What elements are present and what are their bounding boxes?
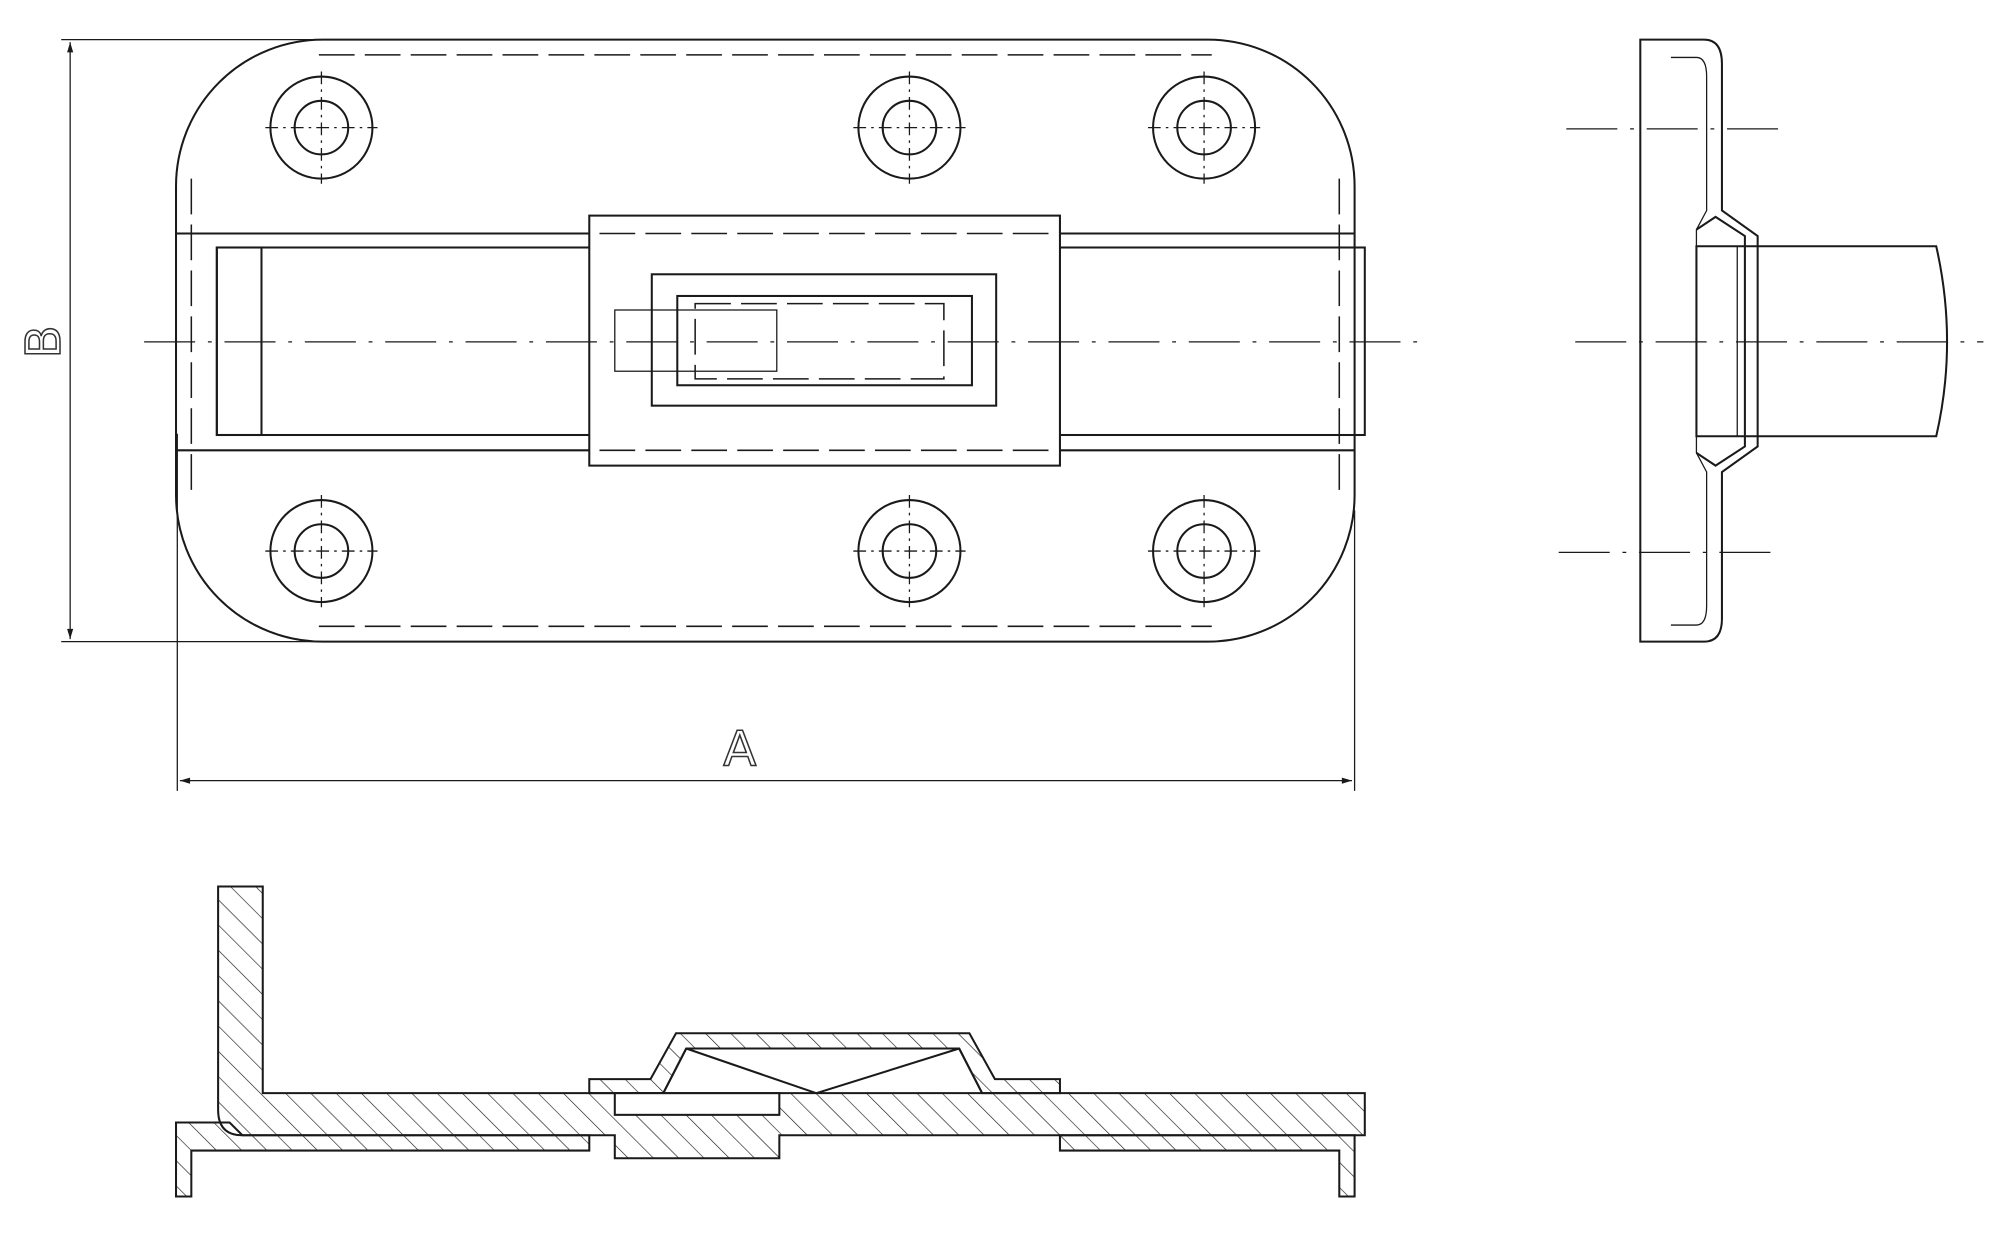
dimension-label-b: B — [16, 325, 72, 358]
dimension-a: A — [176, 433, 1356, 791]
plate-hidden-edge — [190, 54, 1341, 628]
base-section — [174, 1121, 591, 1198]
housing-hidden-edge — [599, 232, 1053, 452]
mounting-hole — [265, 494, 378, 608]
mounting-hole — [1147, 71, 1261, 184]
side-plate — [1639, 38, 1759, 643]
mounting-hole — [265, 71, 378, 184]
slot-hidden — [694, 302, 945, 380]
bolt-guide-lines — [176, 232, 1355, 452]
dimension-label-a: A — [723, 721, 756, 777]
bolt-knob — [614, 309, 778, 372]
mounting-holes — [265, 71, 1261, 608]
mounting-hole — [853, 71, 966, 184]
bolt-section — [217, 885, 1366, 1160]
section-view — [174, 885, 1366, 1198]
mounting-hole — [853, 494, 966, 608]
slot-inner — [676, 294, 973, 387]
bolt-housing — [588, 214, 1061, 467]
dimension-b: B — [15, 38, 319, 643]
mounting-hole — [1147, 494, 1261, 608]
base-plate — [175, 38, 1356, 643]
side-bolt — [1695, 245, 1949, 438]
slot-outer — [650, 273, 998, 407]
housing-section — [588, 1032, 1061, 1095]
side-view — [1558, 38, 1984, 643]
front-view — [144, 38, 1423, 643]
